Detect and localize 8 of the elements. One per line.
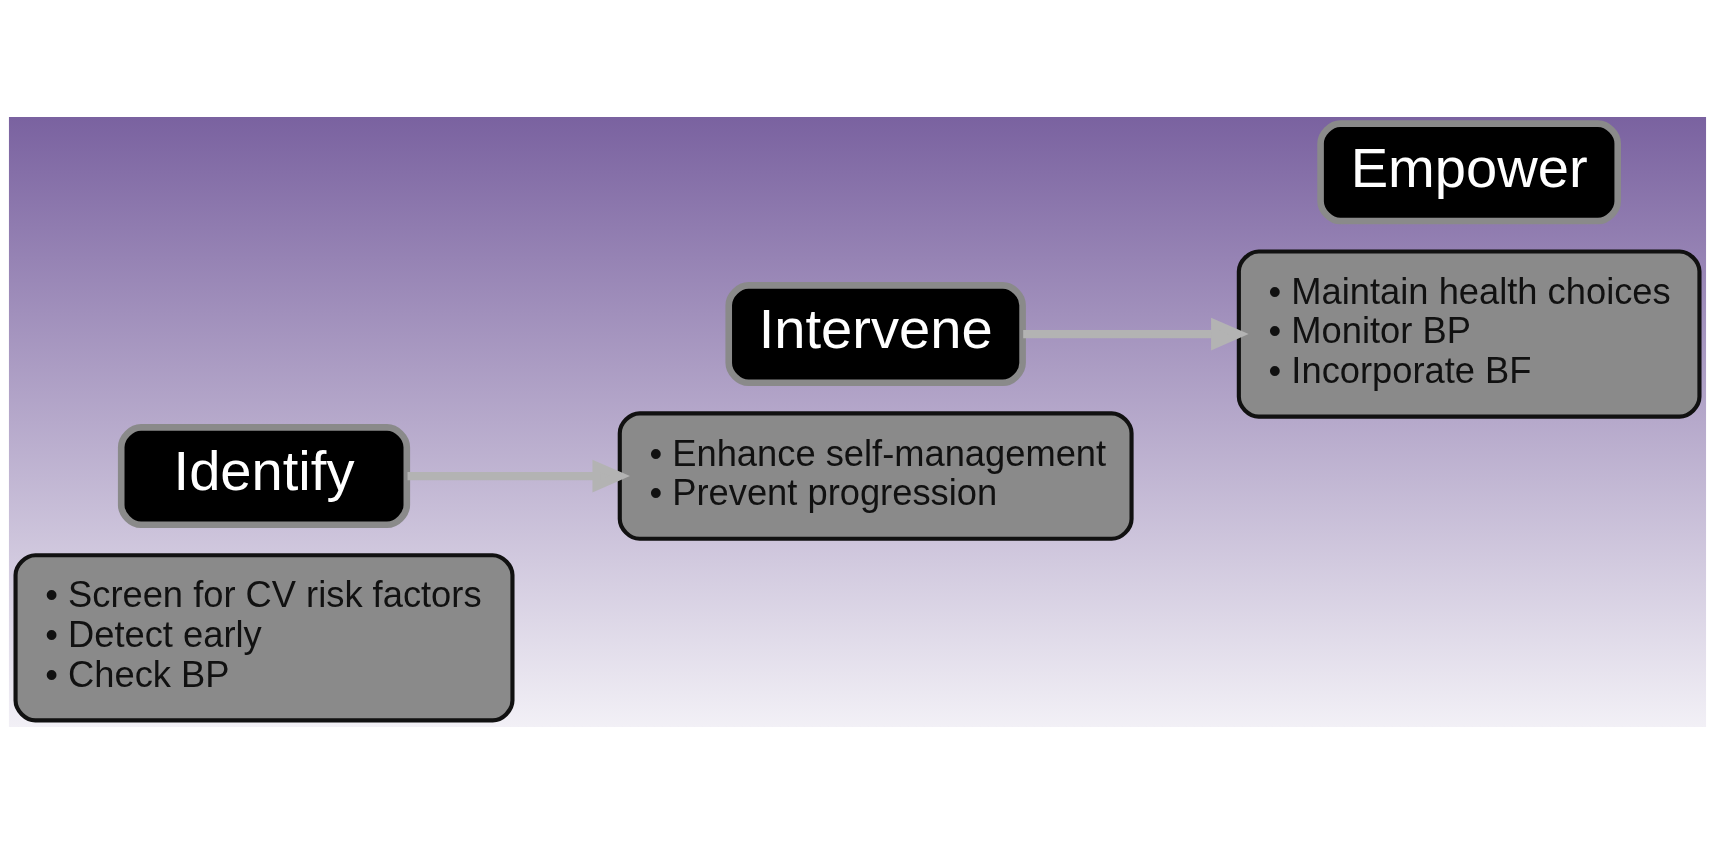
arrow — [407, 459, 630, 493]
node-box: Intervene — [725, 282, 1026, 387]
node-box: • Maintain health choices • Monitor BP • Incorporate BF — [1236, 249, 1702, 419]
node-box: Empower — [1317, 120, 1622, 225]
node-box: • Enhance self-management • Prevent progression — [617, 411, 1134, 541]
node-box: Identify — [117, 424, 411, 529]
node-box: • Screen for CV risk factors • Detect early • Check BP — [13, 553, 515, 723]
arrow — [1023, 317, 1249, 351]
